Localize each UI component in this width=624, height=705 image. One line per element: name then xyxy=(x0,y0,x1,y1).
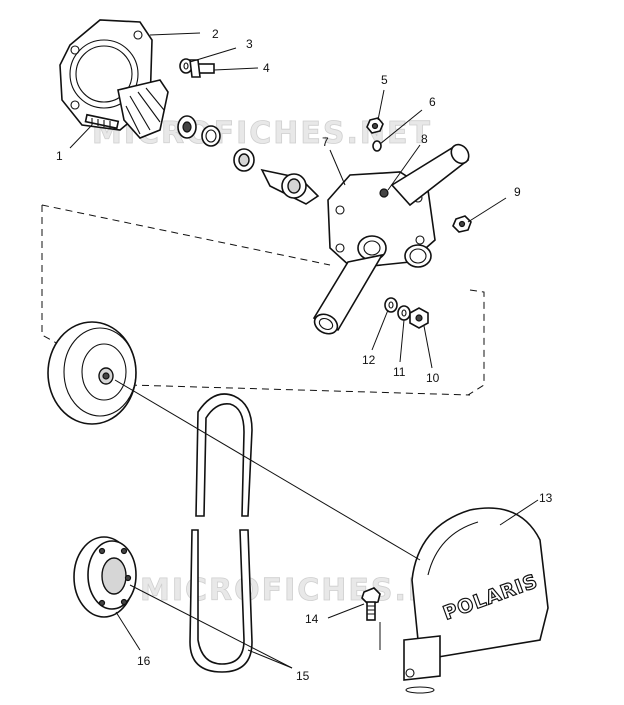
callout-4: 4 xyxy=(263,61,270,75)
part-8-fitting xyxy=(379,188,389,198)
outlet-tube-upper xyxy=(390,143,470,207)
part-13-belt-guard: POLARIS xyxy=(403,507,549,694)
pump-shaft xyxy=(260,168,320,205)
leader-lines xyxy=(69,32,539,669)
part-6-washer xyxy=(372,140,382,152)
callout-10: 10 xyxy=(426,371,440,385)
callout-8: 8 xyxy=(421,132,428,146)
callout-6: 6 xyxy=(429,95,436,109)
part-4-bolt xyxy=(189,59,215,78)
alignment-lines xyxy=(114,379,421,669)
part-11-lock-washer xyxy=(397,305,411,321)
part-1-stud xyxy=(84,113,120,130)
callout-11: 11 xyxy=(393,365,406,379)
bearing xyxy=(233,148,255,172)
callout-15: 15 xyxy=(296,669,310,683)
part-12-flat-washer xyxy=(384,297,398,313)
assembly-outline xyxy=(41,204,485,396)
callout-labels: 1 2 3 4 5 6 7 8 9 10 11 12 13 14 15 16 xyxy=(56,27,553,683)
pump-pulley xyxy=(47,321,137,425)
seal xyxy=(177,115,197,139)
callout-16: 16 xyxy=(137,654,151,668)
part-3-washer xyxy=(179,58,193,74)
callout-3: 3 xyxy=(246,37,253,51)
callout-2: 2 xyxy=(212,27,219,41)
part-10-nut xyxy=(409,307,429,329)
callout-14: 14 xyxy=(305,612,319,626)
callout-1: 1 xyxy=(56,149,63,163)
callout-9: 9 xyxy=(514,185,521,199)
callout-13: 13 xyxy=(539,491,553,505)
part-16-crank-pulley xyxy=(73,536,137,618)
part-9-nut xyxy=(452,215,472,233)
callout-12: 12 xyxy=(362,353,376,367)
seal-ring xyxy=(201,125,221,147)
outlet-tube-lower xyxy=(312,253,384,335)
part-15-drive-belt xyxy=(189,393,253,673)
callout-7: 7 xyxy=(322,135,329,149)
part-14-bolt xyxy=(361,587,381,621)
impeller xyxy=(117,79,169,139)
part-5-nut xyxy=(366,117,384,134)
callout-5: 5 xyxy=(381,73,388,87)
